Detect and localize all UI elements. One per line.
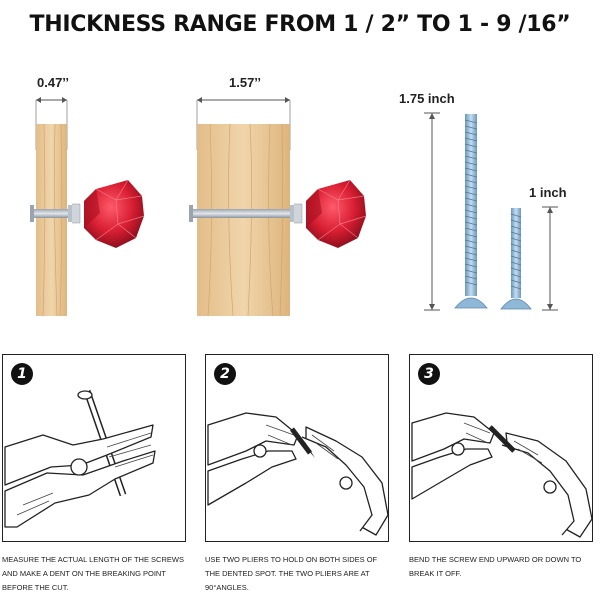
step-2-caption: USE TWO PLIERS TO HOLD ON BOTH SIDES OF … bbox=[205, 555, 378, 592]
long-screw bbox=[424, 112, 488, 311]
thin-board-dimension: 0.47’’ bbox=[37, 75, 70, 90]
page-title: THICKNESS RANGE FROM 1 / 2” TO 1 - 9 /16… bbox=[29, 12, 571, 37]
step-panel-3: 3 bbox=[409, 354, 593, 542]
short-screw bbox=[500, 206, 558, 311]
thick-board-dimension: 1.57’’ bbox=[229, 75, 262, 90]
step-number-3: 3 bbox=[418, 363, 440, 385]
knob-installation-illustration bbox=[30, 97, 558, 317]
step-panel-2: 2 bbox=[205, 354, 389, 542]
step-3-caption: BEND THE SCREW END UPWARD OR DOWN TO BRE… bbox=[409, 555, 582, 578]
step-number-1: 1 bbox=[11, 363, 33, 385]
long-screw-dimension: 1.75 inch bbox=[399, 91, 455, 106]
step-1-caption: MEASURE THE ACTUAL LENGTH OF THE SCREWS … bbox=[2, 555, 184, 592]
thin-board-knob bbox=[30, 179, 145, 248]
thick-board bbox=[196, 97, 291, 317]
bend-screw-illustration bbox=[411, 412, 593, 538]
short-screw-dimension: 1 inch bbox=[529, 185, 567, 200]
two-pliers-illustration bbox=[207, 412, 389, 536]
pliers-cut-illustration bbox=[4, 389, 156, 528]
step-panel-1: 1 bbox=[2, 354, 186, 542]
thick-board-knob bbox=[189, 179, 367, 248]
step-number-2: 2 bbox=[214, 363, 236, 385]
thin-board bbox=[35, 97, 68, 317]
